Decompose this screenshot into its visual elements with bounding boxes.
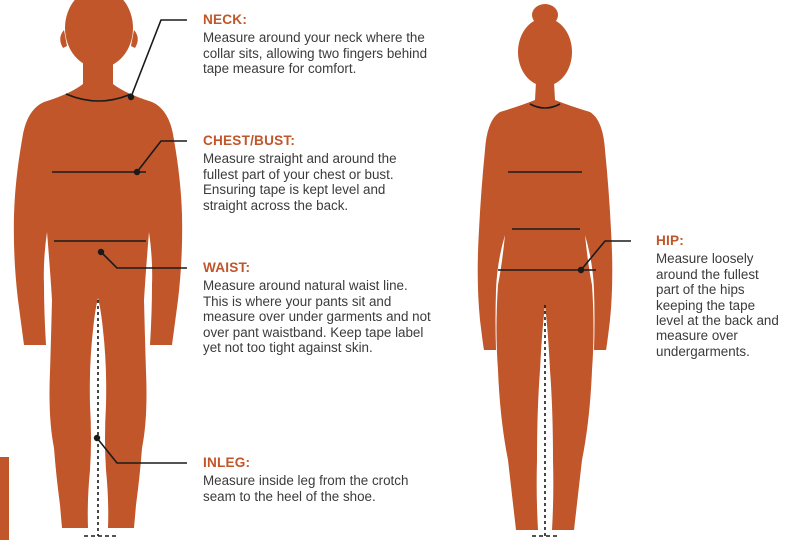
chest-title: CHEST/BUST: <box>203 133 431 148</box>
waist-label: WAIST: Measure around natural waist line… <box>203 260 433 355</box>
waist-title: WAIST: <box>203 260 433 275</box>
hip-dot <box>578 267 584 273</box>
male-head <box>65 0 133 68</box>
hip-label: HIP: Measure loosely around the fullest … <box>656 233 784 359</box>
female-head <box>518 18 572 86</box>
chest-dot <box>134 169 140 175</box>
neck-dot <box>128 94 134 100</box>
inleg-title: INLEG: <box>203 455 418 470</box>
chest-label: CHEST/BUST: Measure straight and around … <box>203 133 431 213</box>
hip-title: HIP: <box>656 233 784 248</box>
hip-text: Measure loosely around the fullest part … <box>656 251 784 359</box>
waist-text: Measure around natural waist line. This … <box>203 278 433 355</box>
male-figure <box>14 0 182 528</box>
chest-text: Measure straight and around the fullest … <box>203 151 431 213</box>
inleg-dot <box>94 435 100 441</box>
inleg-text: Measure inside leg from the crotch seam … <box>203 473 418 504</box>
neck-text: Measure around your neck where the colla… <box>203 30 433 76</box>
left-accent-bar <box>0 457 9 540</box>
inleg-label: INLEG: Measure inside leg from the crotc… <box>203 455 418 504</box>
neck-label: NECK: Measure around your neck where the… <box>203 12 433 77</box>
neck-title: NECK: <box>203 12 433 27</box>
waist-dot <box>98 249 104 255</box>
neck-leader <box>131 20 187 97</box>
